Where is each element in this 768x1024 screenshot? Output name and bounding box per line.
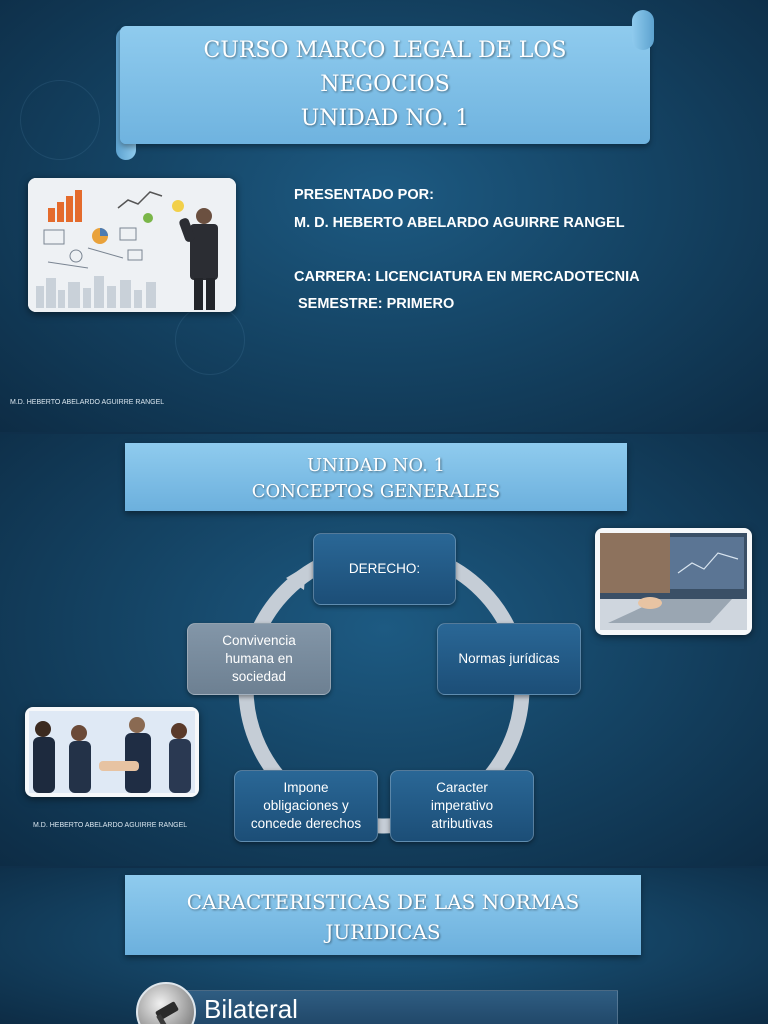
cycle-node-caracter-line-1: Caracter — [436, 780, 488, 795]
cycle-diagram — [238, 542, 530, 834]
characteristic-bilateral: Bilateral — [204, 994, 298, 1024]
cycle-node-derecho: DERECHO: — [313, 533, 456, 605]
slide-characteristics: CARACTERISTICAS DE LAS NORMAS JURIDICAS … — [0, 868, 768, 1024]
semester-line: SEMESTRE: PRIMERO — [298, 296, 455, 312]
slide-title: CURSO MARCO LEGAL DE LOS NEGOCIOS UNIDAD… — [0, 0, 768, 432]
title-banner — [120, 26, 650, 144]
business-strategy-photo — [28, 178, 236, 312]
gavel-icon — [136, 982, 196, 1024]
cycle-node-convivencia: Convivencia humana en sociedad — [187, 623, 331, 695]
footer-credit: M.D. HEBERTO ABELARDO AGUIRRE RANGEL — [10, 399, 165, 406]
course-title-line-1: CURSO MARCO LEGAL DE LOS — [203, 38, 567, 63]
business-strategy-illustration — [28, 178, 236, 312]
cycle-node-caracter-line-3: atributivas — [431, 816, 493, 831]
course-title: CURSO MARCO LEGAL DE LOS NEGOCIOS UNIDAD… — [120, 34, 650, 136]
cycle-node-impone-line-2: obligaciones y — [263, 798, 349, 813]
footer-credit: M.D. HEBERTO ABELARDO AGUIRRE RANGEL — [33, 822, 188, 829]
laptop-illustration — [600, 533, 747, 630]
course-title-line-2: NEGOCIOS — [320, 72, 450, 97]
unit-title: UNIDAD NO. 1 CONCEPTOS GENERALES — [125, 453, 627, 505]
cycle-node-impone: Impone obligaciones y concede derechos — [234, 770, 378, 842]
unit-banner: UNIDAD NO. 1 CONCEPTOS GENERALES — [125, 443, 627, 511]
cycle-node-normas-label: Normas jurídicas — [458, 651, 560, 666]
cycle-node-impone-line-1: Impone — [283, 780, 329, 795]
career-line: CARRERA: LICENCIATURA EN MERCADOTECNIA — [294, 269, 640, 285]
unit-title-line-1: UNIDAD NO. 1 — [307, 455, 445, 476]
cycle-node-derecho-label: DERECHO: — [348, 561, 421, 576]
cycle-node-convivencia-line-3: sociedad — [231, 669, 287, 684]
unit-title-line-2: CONCEPTOS GENERALES — [251, 481, 501, 502]
characteristics-title-line-1: CARACTERISTICAS DE LAS NORMAS — [186, 890, 580, 914]
cycle-node-normas: Normas jurídicas — [437, 623, 581, 695]
team-illustration — [29, 711, 195, 793]
characteristics-title-line-2: JURIDICAS — [325, 920, 441, 944]
scroll-curl-right — [632, 10, 654, 50]
decorative-circle — [175, 305, 245, 375]
course-title-line-3: UNIDAD NO. 1 — [300, 106, 470, 131]
cycle-node-convivencia-line-2: humana en — [225, 651, 293, 666]
bilateral-bar — [150, 990, 618, 1024]
presented-by-label: PRESENTADO POR: — [294, 187, 434, 203]
cycle-node-caracter: Caracter imperativo atributivas — [390, 770, 534, 842]
slide-concepts: UNIDAD NO. 1 CONCEPTOS GENERALES DERECHO… — [0, 434, 768, 866]
cycle-node-caracter-line-2: imperativo — [430, 798, 494, 813]
presenter-name: M. D. HEBERTO ABELARDO AGUIRRE RANGEL — [294, 215, 625, 231]
team-photo — [25, 707, 199, 797]
decorative-circle — [20, 80, 100, 160]
laptop-photo — [595, 528, 752, 635]
characteristics-banner: CARACTERISTICAS DE LAS NORMAS JURIDICAS — [125, 875, 641, 955]
cycle-node-impone-line-3: concede derechos — [250, 816, 362, 831]
cycle-node-convivencia-line-1: Convivencia — [222, 633, 296, 648]
cycle-arrow-icon — [286, 566, 306, 590]
characteristics-title: CARACTERISTICAS DE LAS NORMAS JURIDICAS — [125, 887, 641, 947]
